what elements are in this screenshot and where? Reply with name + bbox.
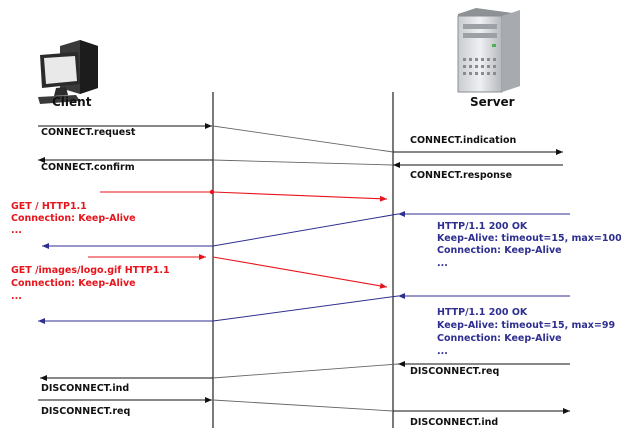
disconnect-server-transit <box>212 363 399 379</box>
connect-response-label: CONNECT.response <box>410 170 512 181</box>
resp2-line1: HTTP/1.1 200 OK <box>437 307 528 318</box>
get2-line2: Connection: Keep-Alive <box>11 278 136 289</box>
get2-line1: GET /images/logo.gif HTTP1.1 <box>11 265 170 276</box>
resp1-arrow-transit <box>212 213 399 247</box>
get1-line1: GET / HTTP1.1 <box>11 201 87 212</box>
disconnect-req-server-label: DISCONNECT.req <box>410 366 499 377</box>
get1-dot <box>209 189 215 195</box>
get2-arrow-transit <box>212 256 388 289</box>
server-label: Server <box>470 95 515 109</box>
connect-response-transit <box>212 159 394 166</box>
resp1-line3: Connection: Keep-Alive <box>437 245 562 256</box>
resp1-line2: Keep-Alive: timeout=15, max=100 <box>437 233 621 244</box>
resp1-line4: ... <box>437 258 448 269</box>
resp2-line3: Connection: Keep-Alive <box>437 333 562 344</box>
get1-line2: Connection: Keep-Alive <box>11 213 136 224</box>
disconnect-ind-server-label: DISCONNECT.ind <box>410 417 498 428</box>
get1-arrow-transit <box>212 191 388 202</box>
connect-indication-label: CONNECT.indication <box>410 135 516 146</box>
get1-line3: ... <box>11 225 22 236</box>
resp2-arrow-transit <box>212 295 399 322</box>
resp2-line4: ... <box>437 346 448 357</box>
connect-confirm-label: CONNECT.confirm <box>41 162 135 173</box>
server-tower-icon <box>457 8 520 93</box>
get2-line3: ... <box>11 291 22 302</box>
desktop-computer-icon <box>38 40 98 104</box>
client-label: Client <box>52 95 92 109</box>
disconnect-req-client-label: DISCONNECT.req <box>41 406 130 417</box>
connect-request-transit <box>212 125 394 153</box>
disconnect-ind-client-label: DISCONNECT.ind <box>41 383 129 394</box>
connect-request-label: CONNECT.request <box>41 127 136 138</box>
disconnect-client-transit <box>212 399 394 412</box>
resp2-line2: Keep-Alive: timeout=15, max=99 <box>437 320 615 331</box>
resp1-line1: HTTP/1.1 200 OK <box>437 221 528 232</box>
